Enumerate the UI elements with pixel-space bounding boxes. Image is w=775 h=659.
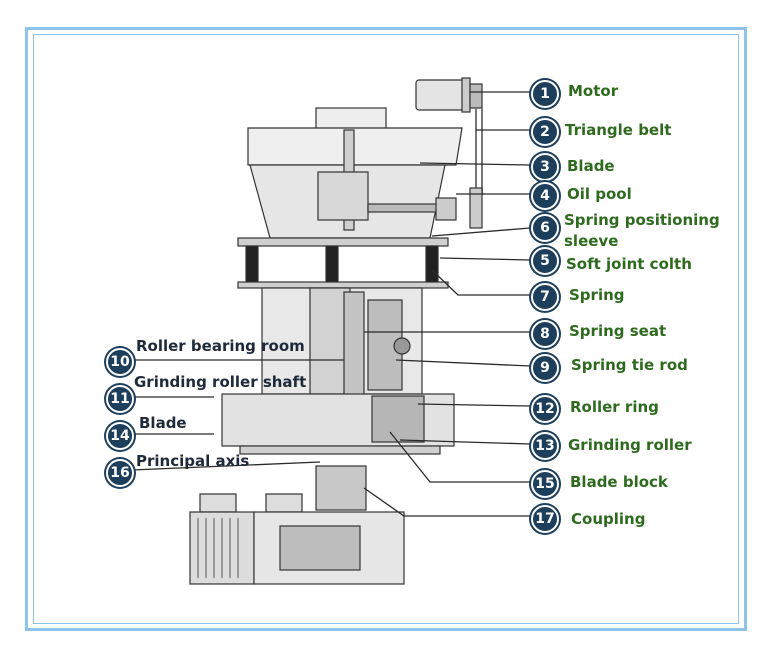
badge-14: 14: [106, 422, 134, 450]
badge-7: 7: [531, 283, 559, 311]
label-oil-pool: Oil pool: [567, 185, 632, 203]
badge-13: 13: [531, 432, 559, 460]
raymond-mill-drawing: [189, 77, 483, 585]
label-blade-top: Blade: [567, 157, 615, 175]
label-roller-ring: Roller ring: [570, 398, 659, 416]
badge-17: 17: [531, 505, 559, 533]
label-spring-tie-rod: Spring tie rod: [571, 356, 688, 374]
label-principal-axis: Principal axis: [136, 452, 250, 470]
label-motor: Motor: [568, 82, 619, 100]
badge-12: 12: [531, 395, 559, 423]
badge-16: 16: [106, 459, 134, 487]
label-spring-positioning-sleeve: Spring positioning: [564, 211, 720, 229]
motor-body: [415, 79, 467, 111]
label-blade-block: Blade block: [570, 473, 668, 491]
badge-11: 11: [106, 385, 134, 413]
badge-9: 9: [531, 354, 559, 382]
label-spring: Spring: [569, 286, 625, 304]
badge-2: 2: [531, 118, 559, 146]
badge-15: 15: [531, 470, 559, 498]
badge-8: 8: [531, 320, 559, 348]
leader-lines: [131, 91, 531, 517]
label-triangle-belt: Triangle belt: [565, 121, 672, 139]
label-coupling: Coupling: [571, 510, 646, 528]
label-blade-left: Blade: [139, 414, 187, 432]
outer-frame: [25, 27, 747, 631]
inner-frame: [33, 34, 739, 624]
badge-4: 4: [531, 182, 559, 210]
badge-1: 1: [531, 80, 559, 108]
badge-10: 10: [106, 348, 134, 376]
badge-3: 3: [531, 153, 559, 181]
label-spring-seat: Spring seat: [569, 322, 667, 340]
label-grinding-roller: Grinding roller: [568, 436, 692, 454]
label-roller-bearing-room: Roller bearing room: [136, 337, 305, 355]
badge-6: 6: [531, 214, 559, 242]
label-spring-positioning-sleeve-2: sleeve: [564, 232, 619, 250]
label-soft-joint-colth: Soft joint colth: [566, 255, 692, 273]
label-grinding-roller-shaft: Grinding roller shaft: [134, 373, 307, 391]
badge-5: 5: [531, 247, 559, 275]
